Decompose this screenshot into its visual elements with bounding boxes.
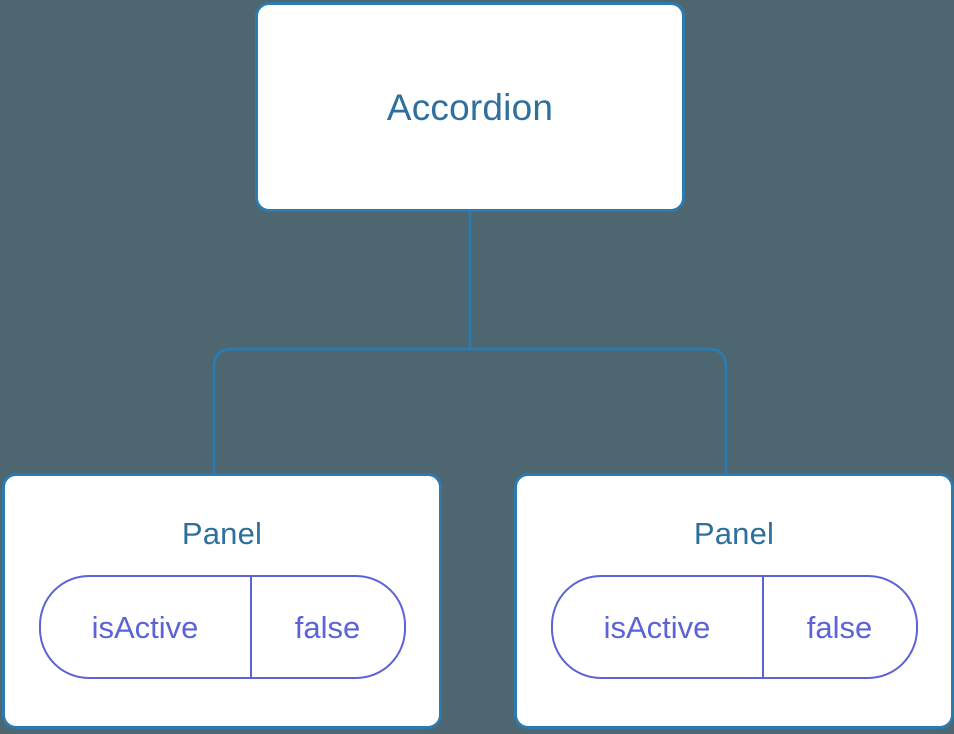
state-pill-2[interactable]: isActive false [550,575,918,679]
node-panel-1-title: Panel [181,516,263,551]
node-panel-2[interactable]: Panel isActive false [514,473,954,729]
node-accordion-title: Accordion [386,86,554,128]
state-pill-1-key: isActive [41,577,252,677]
connector-bracket [212,347,728,473]
state-pill-1-value: false [294,609,361,645]
node-accordion[interactable]: Accordion [255,2,685,212]
node-panel-1[interactable]: Panel isActive false [2,473,442,729]
node-panel-2-title: Panel [693,516,775,551]
state-pill-1[interactable]: isActive false [38,575,406,679]
state-pill-2-value: false [806,609,873,645]
state-pill-2-key: isActive [553,577,764,677]
